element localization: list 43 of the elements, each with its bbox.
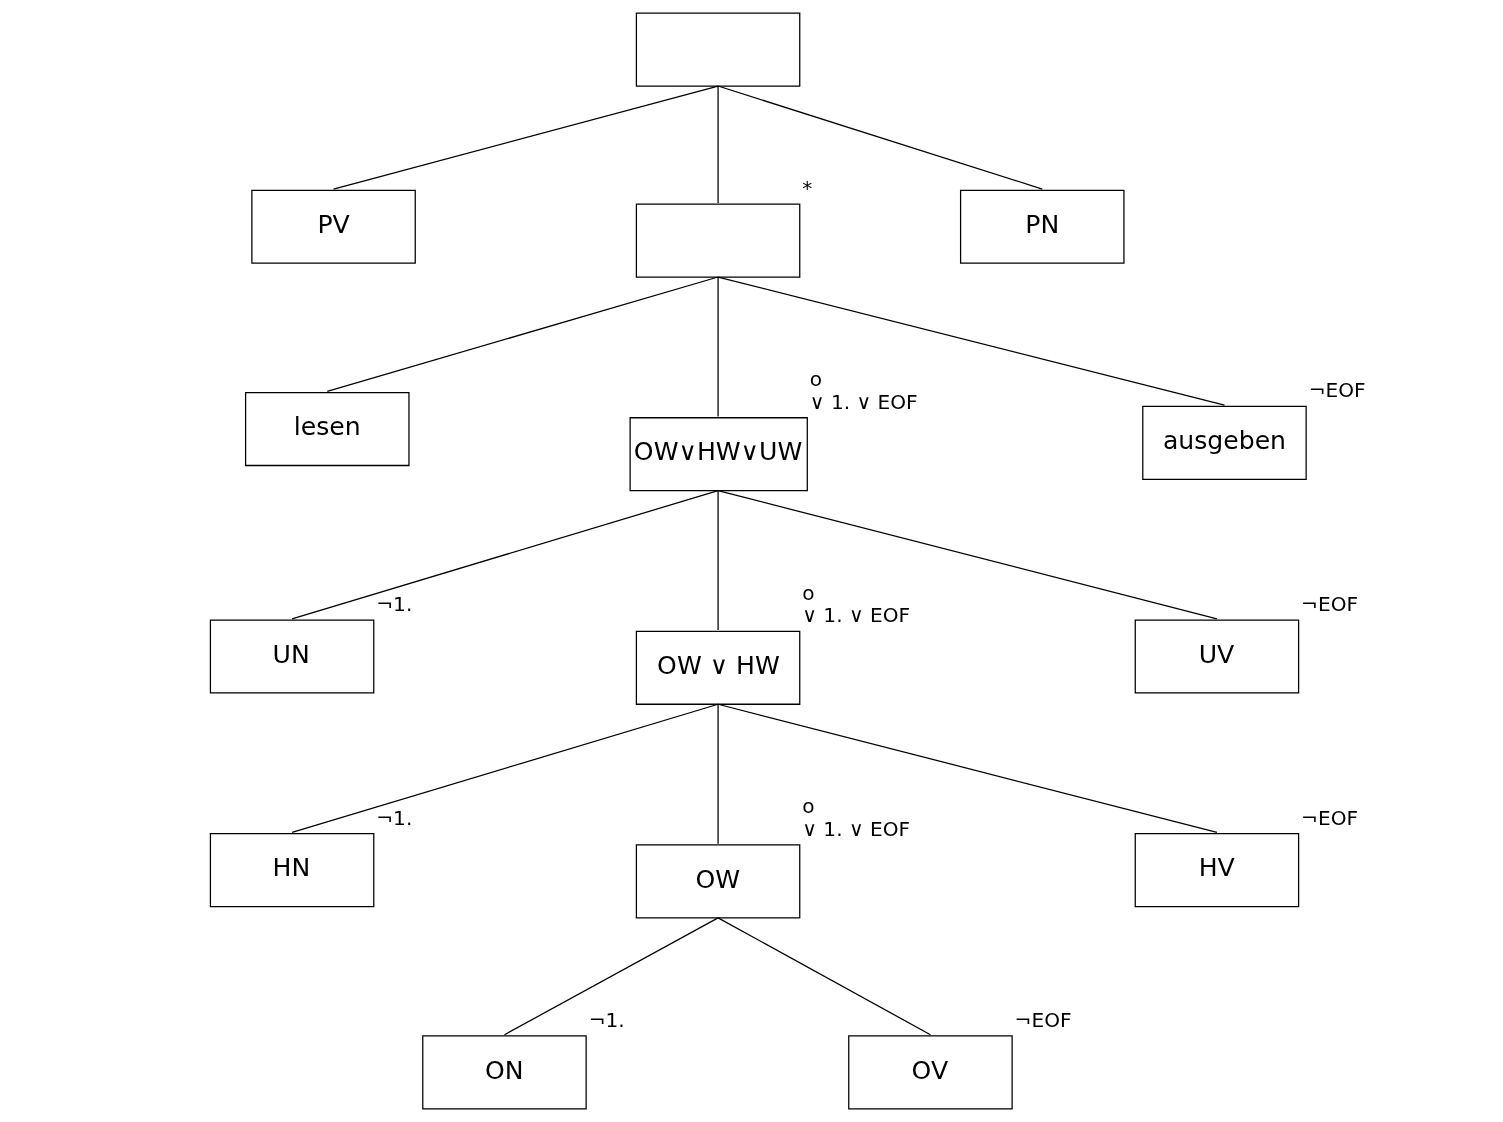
connector [716,917,931,1036]
node-label: ¬1. [375,592,412,617]
node-box: PN [959,189,1125,264]
connector [716,85,719,204]
node-label: ∨ 1. ∨ EOF [801,603,910,628]
node-box: lesen [244,392,410,467]
connector [716,703,719,845]
node-label: ¬EOF [1300,592,1358,617]
connector [716,276,1225,406]
node-label: o [809,367,822,392]
node-label: ¬EOF [1014,1007,1072,1032]
node-box: HV [1134,833,1299,908]
node-box: OV [847,1035,1013,1110]
node-label: o [801,580,815,605]
node-box: PV [250,189,416,264]
node-box: ausgeben [1141,405,1307,480]
connector [290,703,719,834]
node-label: * [801,176,812,201]
node-label: ∨ 1. ∨ EOF [809,389,918,414]
connector [326,276,719,392]
connector [290,490,719,620]
connector [716,85,1043,190]
node-label: ¬1. [588,1007,625,1032]
node-label: ¬EOF [1308,378,1366,403]
connector [716,490,719,631]
node-box: UV [1134,619,1299,694]
node-label: ∨ 1. ∨ EOF [801,816,910,841]
node-box: OW∨HW∨UW [629,417,808,492]
connector [332,85,719,190]
node-box: UN [209,619,374,694]
node-label: ¬1. [375,805,412,830]
node-box: OW [635,844,800,919]
connector [716,276,719,418]
node-box: ON [421,1035,587,1110]
node-box [635,203,800,278]
connector [503,917,719,1036]
node-box: HN [209,833,374,908]
node-label: o [801,794,815,819]
connector [716,703,1218,834]
node-box: OW ∨ HW [635,630,800,705]
node-box [635,12,800,87]
node-label: ¬EOF [1300,805,1358,830]
connector [716,490,1218,620]
